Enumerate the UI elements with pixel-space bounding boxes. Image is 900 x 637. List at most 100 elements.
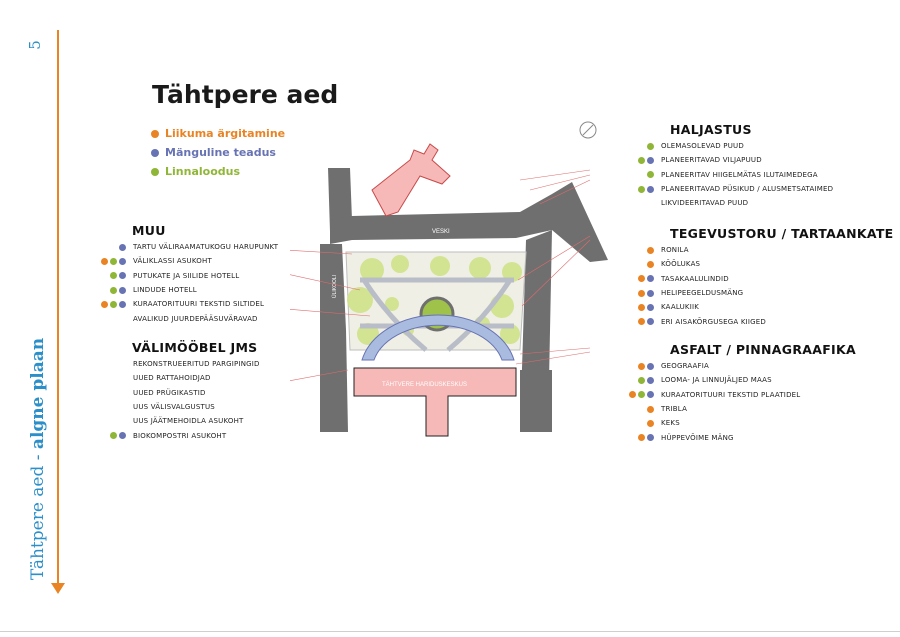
list-item-label: KAALUKIIK xyxy=(661,303,700,312)
category-dot-icon xyxy=(647,434,654,442)
street-left-upper xyxy=(328,168,352,232)
category-dot-icon xyxy=(647,185,654,193)
list-item-label: HELIPEEGELDUSMÄNG xyxy=(661,289,744,298)
legend-item: Linnaloodus xyxy=(151,162,285,181)
section-asfalt: ASFALT / PINNAGRAAFIKA GEOGRAAFIA LOOMA- … xyxy=(620,342,856,445)
vertical-accent-line xyxy=(57,30,59,585)
list-item: HÜPPEVÕIME MÄNG xyxy=(620,430,856,444)
section-title: ASFALT / PINNAGRAAFIKA xyxy=(670,342,856,357)
legend-label: Mänguline teadus xyxy=(165,146,276,159)
category-dot-icon xyxy=(647,318,654,326)
list-item-label: KURAATORITUURI TEKSTID SILTIDEL xyxy=(133,300,265,309)
category-dots xyxy=(620,376,654,384)
list-item-label: KÕÕLUKAS xyxy=(661,260,701,269)
list-item: KEKS xyxy=(620,416,856,430)
page-title: Tähtpere aed xyxy=(152,80,339,109)
legend-label: Linnaloodus xyxy=(165,165,241,178)
category-dot-icon xyxy=(647,376,654,384)
school-building xyxy=(353,367,517,437)
category-dots xyxy=(620,246,654,254)
street-left xyxy=(320,244,348,432)
list-item-label: KEKS xyxy=(661,419,680,428)
list-item-label: OLEMASOLEVAD PUUD xyxy=(661,142,744,151)
category-dot-icon xyxy=(647,275,654,283)
list-item-label: LINDUDE HOTELL xyxy=(133,286,197,295)
list-item-label: GEOGRAAFIA xyxy=(661,362,710,371)
category-dots xyxy=(620,303,654,311)
list-item-label: PLANEERITAVAD PÜSIKUD / ALUSMETSATAIMED xyxy=(661,185,834,194)
list-item: ERI AISAKÕRGUSEGA KIIGED xyxy=(620,314,894,328)
legend-dot-icon xyxy=(151,167,159,176)
section-title: VÄLIMÖÖBEL JMS xyxy=(132,340,258,355)
category-dot-icon xyxy=(110,300,117,308)
list-item: REKONSTRUEERITUD PARGIPINGID xyxy=(92,357,260,371)
list-item-label: ERI AISAKÕRGUSEGA KIIGED xyxy=(661,317,766,326)
list-item: LOOMA- JA LINNUJÄLJED MAAS xyxy=(620,373,856,387)
list-item: PLANEERITAVAD VILJAPUUD xyxy=(620,153,833,167)
category-dots xyxy=(620,391,654,399)
list-item-label: UUS VÄLISVALGUSTUS xyxy=(133,403,215,412)
category-dot-icon xyxy=(119,243,126,251)
list-item: LIKVIDEERITAVAD PUUD xyxy=(620,196,833,210)
list-item: UUS JÄÄTMEHOIDLA ASUKOHT xyxy=(92,414,260,428)
category-dot-icon xyxy=(110,286,117,294)
category-dot-icon xyxy=(638,391,645,399)
category-dot-icon xyxy=(638,318,645,326)
category-dot-icon xyxy=(638,289,645,297)
list-item-label: RONILA xyxy=(661,246,689,255)
category-dots xyxy=(620,260,654,268)
list-item-label: PLANEERITAVAD VILJAPUUD xyxy=(661,156,762,165)
list-item: KURAATORITUURI TEKSTID SILTIDEL xyxy=(92,297,278,311)
category-dot-icon xyxy=(647,362,654,370)
category-dots xyxy=(92,286,126,294)
list-item-label: PUTUKATE JA SIILIDE HOTELL xyxy=(133,271,240,280)
category-dots xyxy=(620,405,654,413)
category-dot-icon xyxy=(647,260,654,268)
church-building xyxy=(371,143,451,217)
category-dot-icon xyxy=(638,376,645,384)
list-item: VÄLIKLASSI ASUKOHT xyxy=(92,254,278,268)
list-item-label: BIOKOMPOSTRI ASUKOHT xyxy=(133,431,227,440)
category-dot-icon xyxy=(647,303,654,311)
list-item-label: VÄLIKLASSI ASUKOHT xyxy=(133,257,212,266)
section-valimoobel: VÄLIMÖÖBEL JMS REKONSTRUEERITUD PARGIPIN… xyxy=(92,340,260,443)
street-bottom-right xyxy=(520,370,552,432)
category-dot-icon xyxy=(101,257,108,265)
category-dot-icon xyxy=(119,286,126,294)
category-dot-icon xyxy=(638,156,645,164)
legend-dot-icon xyxy=(151,129,159,138)
list-item-label: TARTU VÄLIRAAMATUKOGU HARUPUNKT xyxy=(133,243,279,252)
category-dot-icon xyxy=(110,432,117,440)
list-item-label: TASAKAALULINDID xyxy=(661,274,729,283)
list-item-label: UUS JÄÄTMEHOIDLA ASUKOHT xyxy=(133,417,244,426)
side-title-bold: algne plaan xyxy=(28,337,48,450)
list-item: GEOGRAAFIA xyxy=(620,359,856,373)
list-item: RONILA xyxy=(620,243,894,257)
category-dot-icon xyxy=(647,246,654,254)
category-dot-icon xyxy=(110,257,117,265)
list-item: LINDUDE HOTELL xyxy=(92,283,278,297)
category-dots xyxy=(620,142,654,150)
category-dot-icon xyxy=(638,434,645,442)
list-item-label: TRIBLA xyxy=(661,405,688,414)
legend: Liikuma ärgitamine Mänguline teadus Linn… xyxy=(151,124,285,181)
list-item-label: UUED PRÜGIKASTID xyxy=(133,388,206,397)
legend-label: Liikuma ärgitamine xyxy=(165,127,286,140)
category-dot-icon xyxy=(638,303,645,311)
category-dot-icon xyxy=(647,289,654,297)
list-item-label: KURAATORITUURI TEKSTID PLAATIDEL xyxy=(661,390,801,399)
category-dots xyxy=(92,243,126,251)
list-item: KAALUKIIK xyxy=(620,300,894,314)
category-dot-icon xyxy=(638,275,645,283)
page-number: 5 xyxy=(25,40,44,50)
street-top-label: VESKI xyxy=(432,229,450,235)
category-dot-icon xyxy=(110,272,117,280)
legend-dot-icon xyxy=(151,148,159,157)
list-item: PLANEERITAVAD PÜSIKUD / ALUSMETSATAIMED xyxy=(620,182,833,196)
list-item-label: LIKVIDEERITAVAD PUUD xyxy=(661,199,749,208)
leader-lines xyxy=(290,169,591,381)
list-item: PLANEERITAV HIIGELMÄTAS ILUTAIMEDEGA xyxy=(620,168,833,182)
